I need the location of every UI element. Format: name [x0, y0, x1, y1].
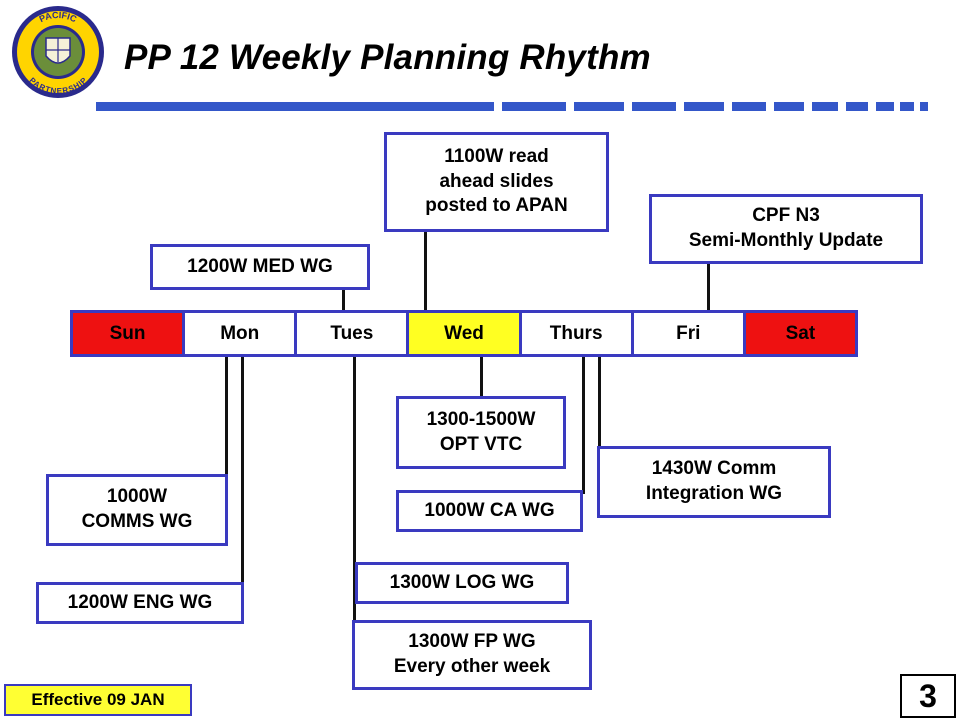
svg-text:PACIFIC: PACIFIC	[38, 10, 79, 25]
event-comms-wg: 1000W COMMS WG	[46, 474, 228, 546]
event-ca-wg-label: 1000W CA WG	[424, 499, 555, 521]
day-thurs: Thurs	[521, 313, 631, 354]
event-log-wg: 1300W LOG WG	[355, 562, 569, 604]
day-mon: Mon	[185, 313, 295, 354]
day-fri: Fri	[633, 313, 743, 354]
event-comms-wg-line2: COMMS WG	[81, 511, 193, 532]
event-comm-integration-line1: 1430W Comm	[651, 458, 777, 480]
week-bar: Sun Mon Tues Wed Thurs Fri Sat	[70, 310, 858, 357]
event-comm-integration: 1430W Comm Integration WG	[597, 446, 831, 518]
event-eng-wg-label: 1200W ENG WG	[67, 591, 213, 613]
event-read-ahead-line1: 1100W read	[444, 145, 549, 167]
page-number: 3	[900, 674, 956, 718]
logo-text-top: PACIFIC	[38, 10, 79, 25]
event-fp-wg-line2: Every other week	[393, 656, 551, 677]
event-opt-vtc-line2: OPT VTC	[439, 433, 523, 455]
event-opt-vtc-line1: 1300-1500W	[426, 408, 536, 430]
event-read-ahead: 1100W read ahead slides posted to APAN	[384, 132, 609, 232]
connector-comm-integration	[598, 356, 601, 448]
event-comms-wg-line1: 1000W	[106, 486, 168, 508]
connector-med-wg	[342, 288, 345, 312]
connector-cpf-n3	[707, 262, 710, 312]
event-read-ahead-line3: posted to APAN	[425, 195, 568, 217]
event-ca-wg: 1000W CA WG	[396, 490, 583, 532]
event-cpf-n3-line1: CPF N3	[752, 205, 820, 227]
page-title: PP 12 Weekly Planning Rhythm	[124, 38, 651, 77]
event-fp-wg-line1: 1300W FP WG	[408, 631, 536, 653]
connector-comms-wg	[225, 356, 228, 476]
day-sat: Sat	[745, 313, 855, 354]
event-opt-vtc: 1300-1500W OPT VTC	[396, 396, 566, 469]
connector-eng-wg	[241, 356, 244, 624]
pacific-partnership-logo: PACIFIC PARTNERSHIP	[10, 4, 106, 100]
connector-read-ahead	[424, 229, 427, 312]
event-eng-wg: 1200W ENG WG	[36, 582, 244, 624]
effective-date-label: Effective 09 JAN	[4, 684, 192, 716]
day-tues: Tues	[297, 313, 407, 354]
event-cpf-n3-line2: Semi-Monthly Update	[688, 230, 884, 251]
event-med-wg-label: 1200W MED WG	[187, 255, 333, 277]
event-read-ahead-line2: ahead slides	[439, 170, 554, 192]
event-cpf-n3: CPF N3 Semi-Monthly Update	[649, 194, 923, 264]
connector-opt-vtc	[480, 356, 483, 398]
event-comm-integration-line2: Integration WG	[645, 483, 783, 504]
day-wed: Wed	[409, 313, 519, 354]
event-fp-wg: 1300W FP WG Every other week	[352, 620, 592, 690]
event-log-wg-label: 1300W LOG WG	[389, 571, 535, 593]
day-sun: Sun	[73, 313, 183, 354]
event-med-wg: 1200W MED WG	[150, 244, 370, 290]
connector-log-wg	[353, 356, 356, 662]
connector-ca-wg	[582, 356, 585, 494]
